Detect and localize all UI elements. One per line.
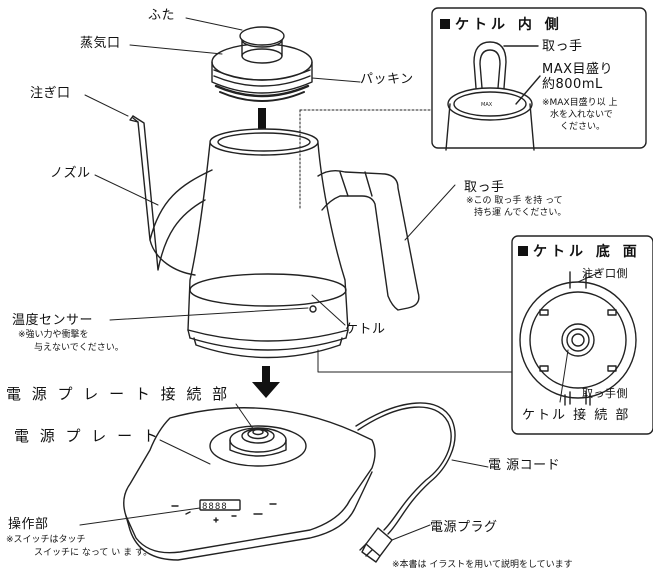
square-bullet-icon — [440, 19, 450, 29]
handle-note-2: 持ち運 んでください。 — [474, 208, 566, 219]
inside-box-title: ケトル 内 側 — [440, 14, 565, 34]
lid-label: ふた — [148, 8, 175, 23]
panel-display: 8888 — [202, 502, 228, 512]
power-plate-drawing — [124, 403, 455, 562]
handle-note-1: ※この 取っ手 を持 って — [466, 196, 563, 207]
temp-note-2: 与えないでください。 — [34, 343, 124, 354]
inside-note-1: ※MAX目盛り以 上 — [542, 98, 618, 109]
bottom-box-title: ケトル 底 面 — [518, 241, 643, 261]
inside-max-label-1: MAX目盛り — [542, 62, 613, 77]
inside-handle-label: 取っ手 — [542, 39, 583, 54]
footnote: ※本書は イラストを用いて説明をしています — [392, 560, 573, 571]
gasket-label: パッキン — [360, 72, 414, 87]
kettle-connector-label: ケトル 接 続 部 — [522, 408, 630, 423]
handle-label: 取っ手 — [464, 180, 505, 195]
spout-side-label: 注ぎ口側 — [582, 266, 628, 281]
square-bullet-icon — [518, 246, 528, 256]
arrow-down-icon — [252, 366, 280, 398]
control-note-1: ※スイッチはタッチ — [6, 535, 86, 546]
handle-side-label: 取っ手側 — [582, 386, 628, 401]
temp-note-1: ※強い力や衝撃を — [18, 330, 89, 341]
steam-vent-label: 蒸気口 — [80, 36, 121, 51]
temp-sensor-label: 温度センサー — [12, 313, 93, 328]
inside-note-3: ください。 — [560, 122, 605, 133]
kettle-label: ケトル — [345, 322, 386, 337]
inside-note-2: 水を入れないで — [550, 110, 613, 121]
nozzle-label: ノズル — [50, 166, 91, 181]
control-panel-label: 操作部 — [8, 517, 49, 532]
power-plug-label: 電源プラグ — [430, 520, 498, 535]
inside-max-label-2: 約800mL — [542, 77, 603, 92]
max-mark-text: MAX — [481, 102, 493, 108]
power-plate-label: 電 源 プ レ ー ト — [14, 428, 161, 445]
base-connector-label: 電 源 プ レ ー ト 接 続 部 — [6, 386, 230, 403]
spout-label: 注ぎ口 — [30, 86, 71, 101]
lid-drawing — [212, 27, 312, 93]
control-note-2: スイッチに なって い ま す。 — [34, 548, 152, 559]
power-cord-label: 電 源コード — [488, 458, 560, 473]
